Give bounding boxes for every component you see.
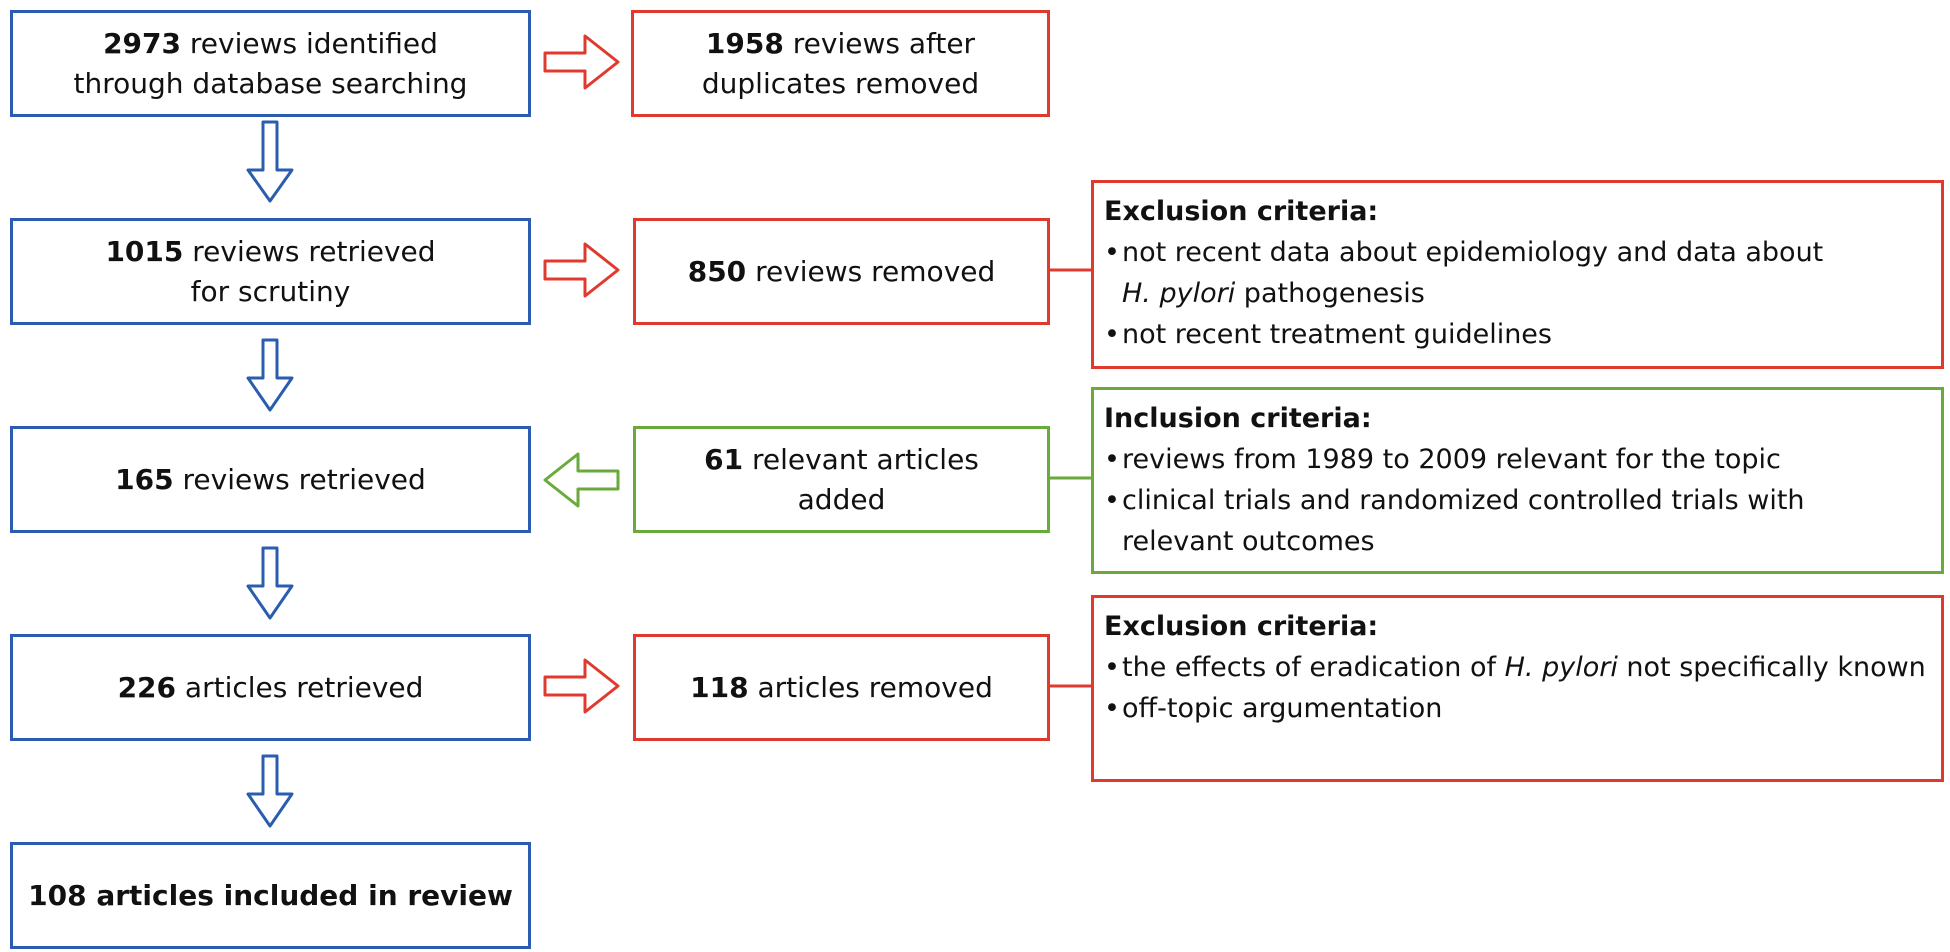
criteria-item: •not recent treatment guidelines <box>1104 314 1931 355</box>
scrutiny-count: 1015 <box>105 235 184 269</box>
reviews-retrieved-text: reviews retrieved <box>173 462 426 496</box>
duplicates-text-2: duplicates removed <box>701 66 980 100</box>
bullet-icon: • <box>1104 319 1120 351</box>
identified-count: 2973 <box>103 27 181 61</box>
criteria-item: •clinical trials and randomized controll… <box>1104 480 1931 562</box>
criteria-item: •off-topic argumentation <box>1104 688 1931 729</box>
side-box-articles-added: 61 relevant articles added <box>633 426 1050 533</box>
articles-retrieved-count: 226 <box>117 670 177 704</box>
bullet-icon: • <box>1104 693 1120 725</box>
down-arrow-3 <box>246 546 294 620</box>
reviews-removed-text: reviews removed <box>746 254 996 288</box>
exclusion-criteria-title-1: Exclusion criteria: <box>1104 196 1379 227</box>
identified-text-2: through database searching <box>73 66 468 100</box>
reviews-removed-count: 850 <box>687 254 747 288</box>
articles-removed-text: articles removed <box>748 670 993 704</box>
included-text: 108 articles included in review <box>28 878 513 912</box>
articles-retrieved-text: articles retrieved <box>176 670 424 704</box>
bullet-icon: • <box>1104 237 1120 269</box>
side-box-articles-removed: 118 articles removed <box>633 634 1050 741</box>
step-box-included: 108 articles included in review <box>10 842 531 949</box>
duplicates-text-1: reviews after <box>783 27 976 61</box>
step-box-retrieved-scrutiny: 1015 reviews retrieved for scrutiny <box>10 218 531 325</box>
duplicates-count: 1958 <box>705 27 784 61</box>
right-arrow-2 <box>543 242 620 298</box>
articles-removed-count: 118 <box>690 670 749 704</box>
step-box-reviews-retrieved: 165 reviews retrieved <box>10 426 531 533</box>
bullet-icon: • <box>1104 444 1120 476</box>
side-box-duplicates-removed: 1958 reviews after duplicates removed <box>631 10 1050 117</box>
criteria-item: •not recent data about epidemiology and … <box>1104 232 1931 314</box>
added-count: 61 <box>704 443 744 477</box>
exclusion-criteria-title-2: Exclusion criteria: <box>1104 611 1379 642</box>
bullet-icon: • <box>1104 485 1120 517</box>
criteria-item: •the effects of eradication of H. pylori… <box>1104 647 1931 688</box>
added-text-2: added <box>797 482 886 516</box>
right-arrow-4 <box>543 658 620 714</box>
exclusion-criteria-box-2: Exclusion criteria: •the effects of erad… <box>1091 595 1944 782</box>
inclusion-criteria-title: Inclusion criteria: <box>1104 403 1372 434</box>
step-box-articles-retrieved: 226 articles retrieved <box>10 634 531 741</box>
down-arrow-2 <box>246 338 294 412</box>
reviews-retrieved-count: 165 <box>115 462 174 496</box>
added-text-1: relevant articles <box>743 443 979 477</box>
criteria-item: •reviews from 1989 to 2009 relevant for … <box>1104 439 1931 480</box>
inclusion-criteria-box: Inclusion criteria: •reviews from 1989 t… <box>1091 387 1944 574</box>
exclusion-criteria-box-1: Exclusion criteria: •not recent data abo… <box>1091 180 1944 369</box>
bullet-icon: • <box>1104 652 1120 684</box>
scrutiny-text-1: reviews retrieved <box>183 235 436 269</box>
left-arrow-3 <box>543 452 620 508</box>
down-arrow-1 <box>246 120 294 203</box>
down-arrow-4 <box>246 754 294 828</box>
side-box-reviews-removed: 850 reviews removed <box>633 218 1050 325</box>
right-arrow-1 <box>543 34 620 90</box>
step-box-identified: 2973 reviews identified through database… <box>10 10 531 117</box>
scrutiny-text-2: for scrutiny <box>190 274 351 308</box>
identified-text-1: reviews identified <box>181 27 438 61</box>
